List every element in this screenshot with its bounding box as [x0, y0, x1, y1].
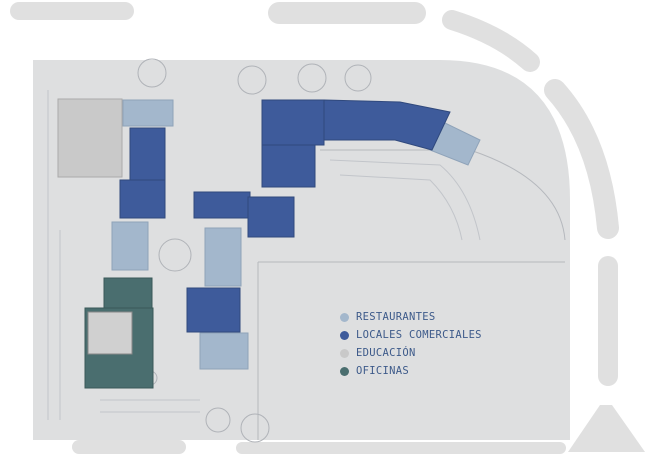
map-legend: RESTAURANTES LOCALES COMERCIALES EDUCACI…: [340, 308, 482, 380]
legend-item-locales: LOCALES COMERCIALES: [340, 326, 482, 344]
locales-swatch-icon: [340, 330, 349, 340]
site-lines: [47, 90, 200, 420]
site-area: [33, 60, 570, 440]
legend-item-oficinas: OFICINAS: [340, 362, 482, 380]
site-lines: [257, 149, 566, 440]
legend-label: RESTAURANTES: [356, 311, 436, 323]
oficinas-swatch-icon: [340, 366, 349, 376]
legend-label: LOCALES COMERCIALES: [356, 329, 482, 341]
road-island: [72, 440, 186, 454]
legend-label: EDUCACIÓN: [356, 347, 416, 359]
legend-item-restaurantes: RESTAURANTES: [340, 308, 482, 326]
site-lines: [329, 159, 481, 241]
road-island: [568, 405, 645, 452]
road-island: [268, 2, 426, 24]
educacion-swatch-icon: [340, 348, 349, 358]
restaurantes-buildings: [111, 99, 481, 370]
tree-icons: [137, 58, 372, 443]
atrium: [87, 311, 133, 355]
road-island: [10, 2, 134, 20]
road-island: [442, 10, 540, 72]
legend-label: OFICINAS: [356, 365, 409, 377]
road-island: [236, 442, 566, 454]
road-island: [544, 79, 619, 239]
locales-comerciales-buildings: [119, 99, 451, 333]
road-island: [598, 256, 618, 386]
building-educacion: [57, 98, 123, 178]
restaurantes-swatch-icon: [340, 312, 349, 322]
legend-item-educacion: EDUCACIÓN: [340, 344, 482, 362]
